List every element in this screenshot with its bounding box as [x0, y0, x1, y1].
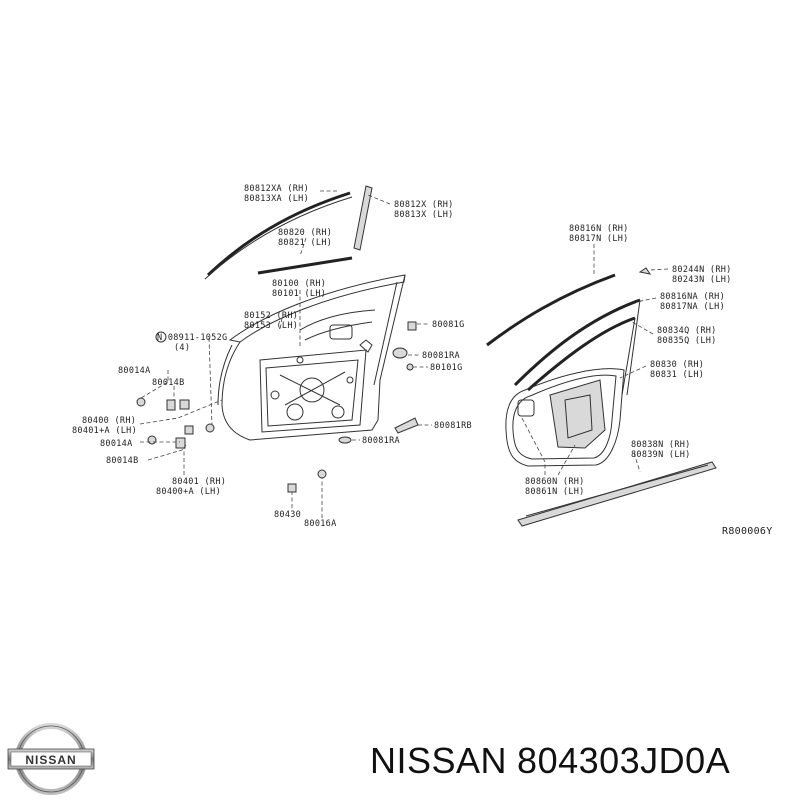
label-80813x: 80813X (LH): [394, 210, 454, 220]
label-08911-qty: (4): [174, 343, 190, 353]
nissan-logo-icon: NISSAN: [7, 723, 95, 795]
brand-name: NISSAN: [370, 740, 508, 781]
label-80152: 80152 (RH): [244, 311, 298, 321]
label-80081ra-low: 80081RA: [362, 436, 400, 446]
right-leaders: [521, 244, 669, 476]
label-80014b-low: 80014B: [106, 456, 139, 466]
label-80244n: 80244N (RH): [672, 265, 732, 275]
diagram-code: R800006Y: [722, 526, 773, 537]
part-number: 804303JD0A: [517, 740, 731, 781]
label-80014a-low: 80014A: [100, 439, 133, 449]
label-08911: N 08911-1052G: [157, 333, 227, 343]
label-80081rb: 80081RB: [434, 421, 472, 431]
svg-text:NISSAN: NISSAN: [25, 753, 76, 767]
label-80101g: 80101G: [430, 363, 463, 373]
label-80081g: 80081G: [432, 320, 465, 330]
label-80430: 80430: [274, 510, 301, 520]
label-80243n: 80243N (LH): [672, 275, 732, 285]
label-80860n: 80860N (RH): [525, 477, 585, 487]
label-80830: 80830 (RH): [650, 360, 704, 370]
label-80014b-top: 80014B: [152, 378, 185, 388]
label-80834q: 80834Q (RH): [657, 326, 717, 336]
label-80813xa: 80813XA (LH): [244, 194, 309, 204]
label-80821: 80821 (LH): [278, 238, 332, 248]
left-leaders: [139, 190, 432, 518]
label-80816na: 80816NA (RH): [660, 292, 725, 302]
label-80861n: 80861N (LH): [525, 487, 585, 497]
bolt-note-icon: [155, 331, 167, 343]
door-seal-assembly: [486, 267, 717, 527]
sash-strip: [353, 185, 373, 251]
label-80400: 80400 (RH): [82, 416, 136, 426]
label-80401a: 80401+A (LH): [72, 426, 137, 436]
label-80820: 80820 (RH): [278, 228, 332, 238]
label-80812x: 80812X (RH): [394, 200, 454, 210]
label-80835q: 80835Q (LH): [657, 336, 717, 346]
label-80153: 80153 (LH): [244, 321, 298, 331]
label-80100: 80100 (RH): [272, 279, 326, 289]
label-80831: 80831 (LH): [650, 370, 704, 380]
hinge-parts: [136, 321, 419, 493]
label-80101: 80101 (LH): [272, 289, 326, 299]
label-80016a: 80016A: [304, 519, 337, 529]
label-80081ra: 80081RA: [422, 351, 460, 361]
door-panel: [217, 274, 406, 441]
label-80812xa: 80812XA (RH): [244, 184, 309, 194]
inner-seal-strip: [257, 256, 353, 275]
label-80401: 80401 (RH): [172, 477, 226, 487]
label-80817na: 80817NA (LH): [660, 302, 725, 312]
label-80838n: 80838N (RH): [631, 440, 691, 450]
label-80400a: 80400+A (LH): [156, 487, 221, 497]
label-80014a: 80014A: [118, 366, 151, 376]
outer-moulding-strip: [206, 191, 351, 277]
label-80817n: 80817N (LH): [569, 234, 629, 244]
label-80839n: 80839N (LH): [631, 450, 691, 460]
label-80816n: 80816N (RH): [569, 224, 629, 234]
